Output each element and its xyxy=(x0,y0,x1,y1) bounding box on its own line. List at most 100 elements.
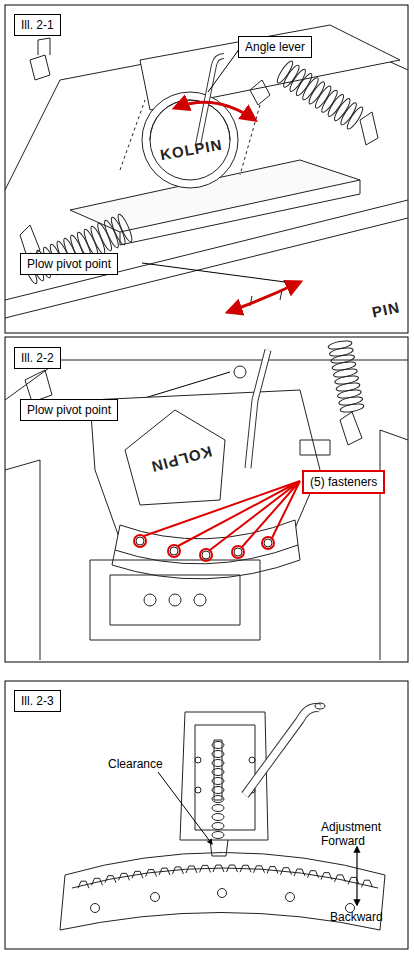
drawing-circle xyxy=(134,535,146,547)
drawing-path xyxy=(150,100,230,140)
label-text: Ill. 2-1 xyxy=(21,18,54,32)
direction-label: Backward xyxy=(330,910,383,924)
drawing-circle xyxy=(91,904,100,913)
drawing-path xyxy=(144,481,300,550)
drawing-circle xyxy=(262,537,274,549)
tooth xyxy=(200,865,211,872)
tooth xyxy=(308,871,319,878)
drawing-path xyxy=(112,545,300,579)
drawing-circle xyxy=(202,551,210,559)
drawing-path xyxy=(195,725,255,830)
spring-coil xyxy=(212,760,224,767)
drawing-path xyxy=(208,48,240,92)
quadrant-holes xyxy=(91,889,355,913)
spring-coil xyxy=(212,814,224,821)
drawing-ellipse xyxy=(315,703,325,709)
drawing-path xyxy=(90,390,320,540)
brand-text: PIN xyxy=(371,300,401,320)
part-label: Angle lever xyxy=(238,36,312,58)
spring-coil xyxy=(212,751,224,758)
drawing-path xyxy=(245,708,320,796)
drawing-path xyxy=(245,708,320,796)
spring-coil xyxy=(340,402,365,413)
spring-coil xyxy=(212,769,224,776)
drawing-path xyxy=(248,350,268,468)
drawing-circle xyxy=(142,92,238,188)
drawing-path xyxy=(25,370,52,402)
fastener-holes xyxy=(136,537,272,559)
tooth xyxy=(186,866,197,873)
fastener-label: (5) fasteners xyxy=(302,470,385,494)
spring-coil xyxy=(345,105,365,131)
fastener-callouts xyxy=(134,481,300,561)
panel2-drawing xyxy=(5,350,408,660)
callout-label: Clearance xyxy=(108,757,163,771)
figure-label: Ill. 2-2 xyxy=(14,347,61,369)
drawing-path xyxy=(60,853,385,931)
tooth xyxy=(78,881,89,888)
tooth xyxy=(173,867,184,874)
drawing-circle xyxy=(200,549,212,561)
tooth xyxy=(254,866,265,873)
drawing-path xyxy=(72,868,378,888)
drawing-circle xyxy=(195,787,201,793)
drawing-path xyxy=(198,56,224,145)
tooth xyxy=(213,865,224,872)
spring-coil xyxy=(212,832,224,839)
drawing-path xyxy=(380,430,408,660)
label-text: Ill. 2-3 xyxy=(21,694,54,708)
drawing-path xyxy=(198,56,224,145)
drawing-path xyxy=(30,38,50,80)
spring-coil xyxy=(212,805,224,812)
panel3-drawing xyxy=(60,703,385,930)
label-text: Ill. 2-2 xyxy=(21,351,54,365)
tooth xyxy=(132,871,143,878)
tooth xyxy=(294,869,305,876)
drawing-circle xyxy=(195,757,201,763)
drawing-path xyxy=(5,80,60,190)
tooth xyxy=(321,873,332,880)
tooth xyxy=(227,865,238,872)
spring-coil xyxy=(116,213,135,243)
springs xyxy=(21,59,365,838)
label-text: Angle lever xyxy=(245,40,305,54)
drawing-rect xyxy=(5,5,408,333)
drawing-path xyxy=(360,112,378,145)
drawing-path xyxy=(120,100,260,175)
label-text: Plow pivot point xyxy=(27,257,111,271)
adjust-arrow xyxy=(356,847,357,905)
tooth xyxy=(240,865,251,872)
drawing-path xyxy=(5,218,408,318)
drawing-circle xyxy=(232,546,244,558)
figure-label: Ill. 2-1 xyxy=(14,14,61,36)
drawing-circle xyxy=(169,594,181,606)
drawing-path xyxy=(125,410,225,505)
drawing-circle xyxy=(264,539,272,547)
drawing-path xyxy=(5,460,40,660)
drawing-path xyxy=(120,180,360,245)
quadrant-teeth xyxy=(78,865,373,888)
drawing-path xyxy=(210,840,228,856)
spring-coil xyxy=(212,778,224,785)
tooth xyxy=(267,867,278,874)
drawing-circle xyxy=(286,893,295,902)
tooth xyxy=(159,868,170,875)
tooth xyxy=(146,870,157,877)
drawing-circle xyxy=(194,594,206,606)
tooth xyxy=(335,875,346,882)
drawing-circle xyxy=(234,366,246,378)
drawing-circle xyxy=(234,548,242,556)
label-text: Plow pivot point xyxy=(27,403,111,417)
tooth xyxy=(362,880,373,887)
drawing-circle xyxy=(150,100,230,180)
panel-frames xyxy=(5,5,408,949)
drawing-circle xyxy=(144,594,156,606)
spring-coil xyxy=(212,823,224,830)
leader-lines xyxy=(112,48,285,408)
direction-label: Adjustment Forward xyxy=(321,820,405,848)
spring-coil xyxy=(212,742,224,749)
tooth xyxy=(119,873,130,880)
tooth xyxy=(105,876,116,883)
rotation-arrow xyxy=(175,102,255,120)
drawing-circle xyxy=(151,893,160,902)
